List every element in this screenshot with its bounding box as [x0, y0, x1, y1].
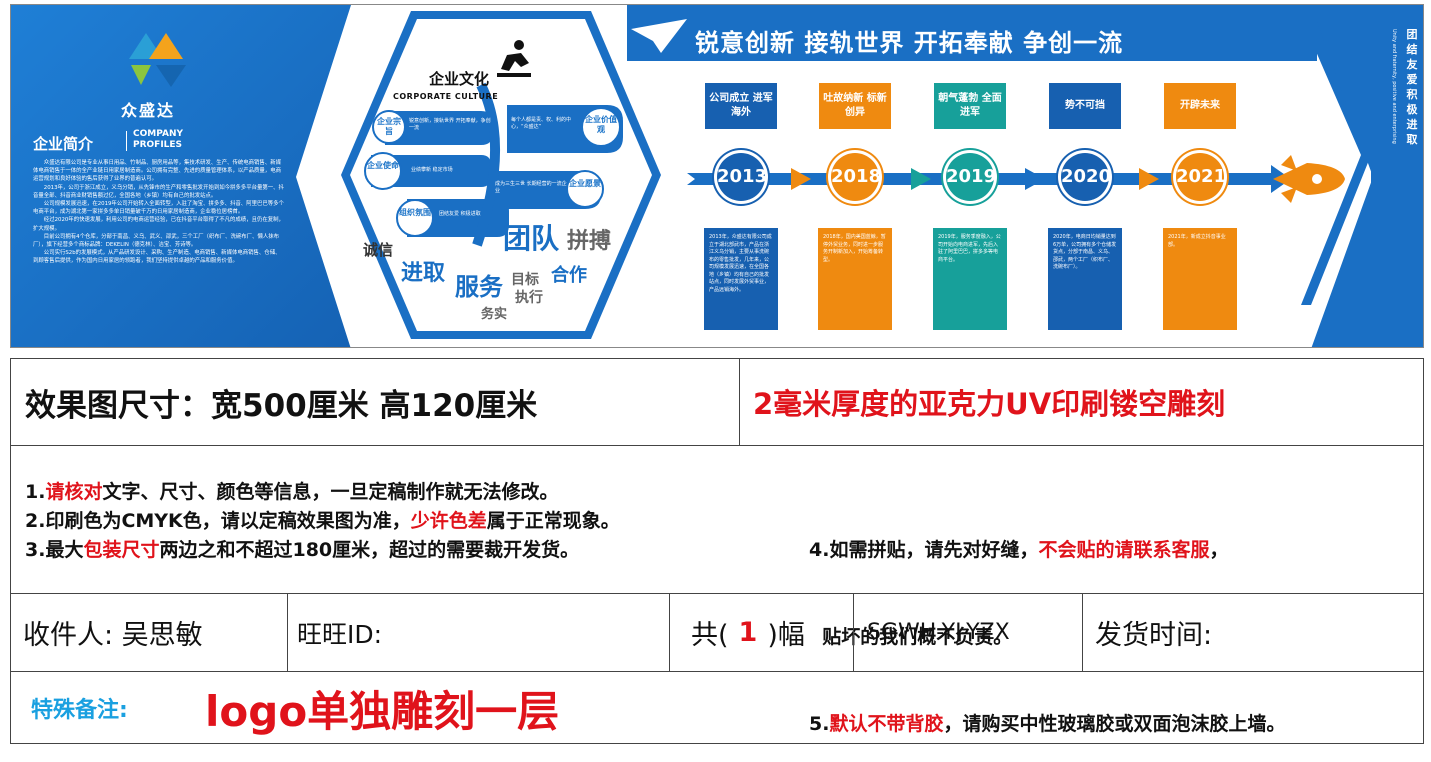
sku-label: SGWH-YJ-YZX — [867, 620, 1010, 645]
vertical-slogan-en: Unity and fraternity, positive and enter… — [1391, 29, 1397, 144]
paper-plane-icon — [631, 19, 687, 53]
intro-paragraph: 目前公司拥有4个仓库，分部于南昌、义乌、武义、邵武，三个工厂（织布厂、洗碗布厂、… — [33, 233, 280, 249]
timeline-description: 2019年，服务季度融入，公司开始向电商进军，先后入驻了阿里巴巴，拼多多等电商平… — [932, 227, 1008, 331]
timeline-year: 2021 — [1176, 153, 1226, 201]
timeline-description: 2021年，新成立抖音事业部。 — [1162, 227, 1238, 331]
bubble-desc-values: 每个人都是责、权、利的中心，“众盛达” — [511, 117, 572, 130]
intro-body: 众盛达有限公司是专业从事日用品、竹制品、厨房用品等，集技术研发、生产、传统电商销… — [33, 159, 285, 266]
intro-paragraph: 公司规模发展迅速，在2019年公司开始转入全面转型，入驻了淘宝、拼多多、抖音、阿… — [33, 201, 284, 216]
note-3: 3.最大包装尺寸两边之和不超过180厘米，超过的需要裁开发货。 — [25, 539, 580, 561]
divider — [287, 594, 288, 671]
intro-paragraph: 2013年，公司于浙江成立，义乌分销，从先锋市的生产和零售批发开始到如今拼多多平… — [33, 184, 284, 199]
count-value: 1 — [738, 617, 758, 648]
bubble-desc-purpose: 业绩攀新 稳定市场 — [411, 167, 453, 173]
note-4: 4.如需拼贴，请先对好缝，不会贴的请联系客服， — [809, 539, 1229, 561]
vertical-slogan: 团结友爱 积极进取 — [1406, 28, 1418, 146]
bubble-label-purpose: 企业使命 — [367, 161, 399, 170]
intro-title: 企业简介 — [33, 135, 94, 153]
bubble-label-atmosphere: 组织氛围 — [399, 208, 431, 217]
note-2: 2.印刷色为CMYK色，请以定稿效果图为准，少许色差属于正常现象。 — [25, 510, 620, 532]
running-man-icon — [497, 40, 531, 77]
divider — [739, 359, 740, 445]
count-prefix: 共( — [691, 620, 729, 651]
slogan-band — [627, 5, 1317, 61]
count-field: 共( 1 )幅 — [691, 594, 805, 671]
intro-paragraph: 众盛达有限公司是专业从事日用品、竹制品、厨房用品等，集技术研发、生产、传统电商销… — [33, 160, 281, 183]
bubble-desc-atmosphere: 团结友爱 积极进取 — [439, 211, 481, 217]
timeline-year: 2019 — [946, 153, 996, 201]
company-name: 众盛达 — [120, 101, 175, 120]
intro-title-en-line-2: PROFILES — [133, 140, 183, 150]
timeline-heading: 朝气蓬勃 全面进军 — [934, 83, 1006, 129]
bubble-desc-mission: 锐意创新，接轨世界 开拓奉献，争创一流 — [409, 118, 491, 131]
word-execute: 执行 — [515, 290, 543, 306]
divider — [1082, 594, 1083, 671]
timeline-heading: 开辟未来 — [1164, 83, 1236, 129]
intro-title-en: COMPANY PROFILES — [133, 129, 183, 151]
timeline-year: 2013 — [717, 153, 767, 201]
vertical-slogan-panel — [1371, 5, 1423, 347]
timeline-year: 2020 — [1061, 153, 1111, 201]
timeline-description: 2018年，国内美国蓝鲸，暂停外贸业务，同时进一步服务开制新加入，开始筹备转型。 — [817, 227, 893, 331]
divider — [669, 594, 670, 671]
shipping-row: 收件人: 吴思敏 旺旺ID: 共( 1 )幅 SGWH-YJ-YZX 发货时间: — [11, 594, 1423, 672]
ship-time-label: 发货时间: — [1095, 620, 1213, 651]
note-5: 5.默认不带背胶，请购买中性玻璃胶或双面泡沫胶上墙。 — [809, 713, 1286, 735]
word-target: 目标 — [511, 272, 539, 288]
note-1: 1.请核对文字、尺寸、颜色等信息，一旦定稿制作就无法修改。 — [25, 481, 559, 503]
divider — [853, 594, 854, 671]
bubble-label-mission: 企业宗旨 — [377, 117, 401, 136]
culture-title-en: CORPORATE CULTURE — [393, 92, 499, 101]
remark-label: 特殊备注: — [31, 698, 128, 723]
right-edge-panel — [1311, 5, 1373, 347]
slogan: 锐意创新 接轨世界 开拓奉献 争创一流 — [695, 29, 1124, 57]
word-progress: 进取 — [401, 261, 446, 286]
word-team: 团队 — [503, 222, 560, 255]
intro-panel-shape — [11, 5, 351, 347]
intro-paragraph: 公司实行S2b的发展模式，从产品研发设计、采购、生产制造、电商销售、新媒体电商销… — [33, 250, 281, 265]
remark-row: 特殊备注: logo单独雕刻一层 — [11, 672, 1423, 744]
banner-artwork: 众盛达 企业简介 COMPANY PROFILES 众盛达有限公司是专业从事日用… — [10, 4, 1424, 348]
bubble-label-values: 企业价值观 — [585, 115, 617, 134]
timeline-heading: 吐故纳新 标新创异 — [819, 83, 891, 129]
material-label: 2毫米厚度的亚克力UV印刷镂空雕刻 — [753, 387, 1226, 421]
word-practical: 务实 — [481, 307, 508, 322]
timeline-description: 2013年，众盛达有限公司成立于湖北部武市，产品在浙江义乌分销，主要从事洗碗布的… — [703, 227, 779, 331]
company-logo-icon — [129, 33, 186, 87]
timeline-description: 2020年，电商日均销量达到6万单，公司拥有多个仓储发货点，分部于南昌、义乌、邵… — [1047, 227, 1123, 331]
notes-right: 4.如需拼贴，请先对好缝，不会贴的请联系客服， 贴坏的我们概不负责。 5.默认不… — [809, 478, 1285, 762]
recipient-label: 收件人: 吴思敏 — [23, 620, 203, 651]
word-struggle: 拼搏 — [567, 229, 612, 254]
rocket-icon — [1273, 155, 1345, 203]
bubble-desc-vision: 成为三生三世 长期经营的一流企业 — [495, 181, 567, 194]
culture-bubbles — [364, 82, 623, 247]
word-service: 服务 — [455, 273, 503, 301]
notes-left: 1.请核对文字、尺寸、颜色等信息，一旦定稿制作就无法修改。 2.印刷色为CMYK… — [25, 478, 620, 565]
size-label: 效果图尺寸：宽500厘米 高120厘米 — [25, 387, 538, 424]
intro-paragraph: 经过2020年的快速发展，利用公司的电商运营经验，已在抖音平台取得了不凡的成绩，… — [33, 217, 284, 232]
word-cooperate: 合作 — [551, 265, 587, 286]
timeline-heading: 公司成立 进军海外 — [705, 83, 777, 129]
word-integrity: 诚信 — [363, 241, 394, 259]
intro-title-en-line-1: COMPANY — [133, 129, 183, 139]
note-4-continued: 贴坏的我们概不负责。 — [809, 626, 1013, 648]
order-info-table: 效果图尺寸：宽500厘米 高120厘米 2毫米厚度的亚克力UV印刷镂空雕刻 1.… — [10, 358, 1424, 744]
banner-background — [11, 5, 1423, 347]
count-suffix: )幅 — [767, 620, 805, 651]
timeline-heading: 势不可挡 — [1049, 83, 1121, 129]
bubble-label-vision: 企业愿景 — [569, 179, 601, 188]
intro-divider — [126, 131, 127, 151]
timeline-year: 2018 — [831, 153, 881, 201]
wangwang-label: 旺旺ID: — [297, 619, 383, 649]
notes-row: 1.请核对文字、尺寸、颜色等信息，一旦定稿制作就无法修改。 2.印刷色为CMYK… — [11, 446, 1423, 735]
remark-text: logo单独雕刻一层 — [205, 686, 560, 736]
size-row: 效果图尺寸：宽500厘米 高120厘米 2毫米厚度的亚克力UV印刷镂空雕刻 — [11, 359, 1423, 446]
culture-title: 企业文化 — [429, 70, 490, 88]
